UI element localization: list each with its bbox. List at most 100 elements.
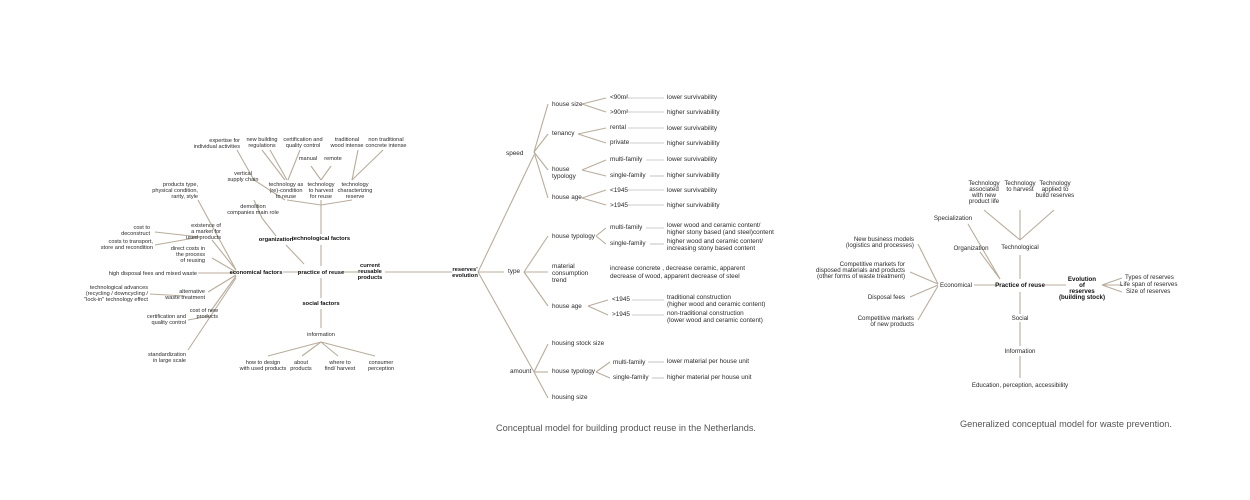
information-node: information [307, 332, 335, 338]
value: non-traditional construction(lower wood … [667, 310, 763, 324]
organization-node: organization [259, 237, 294, 243]
right-caption: Generalized conceptual model for waste p… [960, 419, 1172, 429]
econ-item: costs to transport,store and recondition [101, 239, 154, 251]
value: higher wood and ceramic content/increasi… [667, 238, 763, 252]
econ-item: high disposal fees and mixed waste [109, 271, 197, 277]
economical-node: Economical [940, 282, 972, 289]
speed-node: speed [506, 150, 524, 157]
econ-item: Disposal fees [868, 294, 905, 301]
sub: multi-family [610, 156, 643, 163]
reserves-tree: speed type amount house size <90m² lower… [506, 94, 774, 401]
reserve-item: Size of reserves [1126, 288, 1170, 295]
reserves-evolution-node: reserves'evolution [452, 267, 478, 279]
house-age: house age [552, 303, 582, 310]
value: lower survivability [667, 156, 718, 163]
value: traditional construction(higher wood and… [667, 294, 765, 308]
value: higher survivability [667, 202, 720, 209]
sub: >90m² [610, 109, 628, 116]
sub: <1945 [610, 187, 628, 194]
hub-practice-of-reuse: practice of reuse [298, 270, 345, 276]
social-factors-node: social factors [302, 301, 339, 307]
sub: >1945 [612, 311, 630, 318]
value: lower survivability [667, 125, 718, 132]
left-diagram-lines [149, 97, 664, 399]
tech-item: remote [324, 156, 341, 162]
reserve-item: Types of reserves [1125, 274, 1174, 281]
house-age: house age [552, 194, 582, 201]
sub: single-family [610, 240, 646, 247]
specialization-node: Specialization [934, 215, 973, 222]
social-node: Social [1012, 315, 1029, 322]
house-size: house size [552, 101, 583, 108]
information-node: Information [1005, 348, 1037, 355]
housing-size: housing size [552, 394, 588, 401]
sub: <1945 [612, 296, 630, 303]
house-typology: house typology [552, 368, 596, 375]
generalized-lines [909, 209, 1123, 378]
sub: <90m² [610, 94, 628, 101]
sub: private [610, 139, 630, 146]
type-node: type [508, 268, 521, 275]
value: increase concrete , decrease ceramic, ap… [610, 265, 745, 280]
value: higher survivability [667, 172, 720, 179]
amount-node: amount [510, 368, 532, 375]
reserve-item: Life span of reserves [1120, 281, 1177, 288]
value: higher survivability [667, 140, 720, 147]
house-typology: house typology [552, 233, 596, 240]
technological-node: Technological [1001, 244, 1039, 251]
info-item: Education, perception, accessibility [972, 382, 1069, 389]
housing-stock-size: housing stock size [552, 340, 605, 347]
tech-item: manual [299, 156, 317, 162]
sub: single-family [613, 374, 649, 381]
value: lower survivability [667, 187, 718, 194]
value: lower survivability [667, 94, 718, 101]
sub: rental [610, 124, 626, 131]
sub: single-family [610, 172, 646, 179]
value: higher survivability [667, 109, 720, 116]
left-caption: Conceptual model for building product re… [496, 423, 756, 433]
sub: >1945 [610, 202, 628, 209]
sub: multi-family [610, 224, 643, 231]
value: lower material per house unit [667, 358, 749, 365]
value: higher material per house unit [667, 374, 752, 381]
hub-practice-of-reuse: Practice of reuse [995, 282, 1045, 289]
organization-node: Organization [953, 245, 989, 252]
econ-item: products type,physical condition,rarity,… [152, 182, 198, 200]
econ-item: New business models(logistics and proces… [846, 236, 914, 249]
technological-factors-node: technological factors [292, 236, 350, 242]
tenancy: tenancy [552, 130, 575, 137]
value: lower wood and ceramic content/higher st… [667, 222, 774, 236]
sub: multi-family [613, 359, 646, 366]
